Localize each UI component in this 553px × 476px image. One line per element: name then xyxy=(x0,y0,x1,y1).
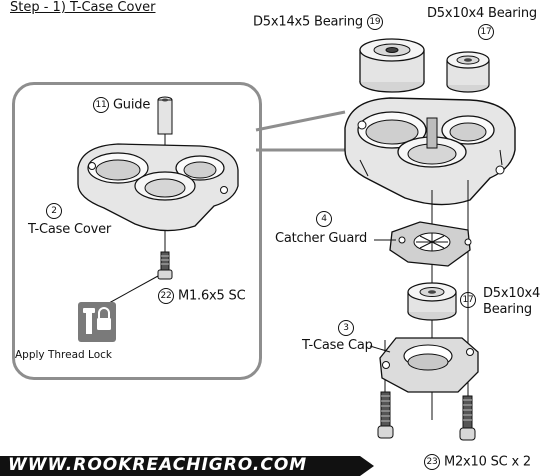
catcher-guard-number: 4 xyxy=(316,211,332,227)
catcher-guard-label: Catcher Guard xyxy=(275,231,368,246)
step-title: Step - 1) T-Case Cover xyxy=(10,0,156,15)
website-banner xyxy=(0,456,374,476)
bearing-17-mid-part xyxy=(407,282,457,321)
bearing-19-part xyxy=(359,38,425,93)
m16-screw-part xyxy=(157,236,173,280)
tcase-cover-inset-part xyxy=(77,143,239,232)
m2-screw-left-part xyxy=(377,391,394,439)
tcase-cap-number: 3 xyxy=(338,320,354,336)
bearing-17-mid-label-line1: D5x10x4 xyxy=(483,286,541,301)
tcase-cover-main-part xyxy=(344,97,516,206)
tcase-cap-label: T-Case Cap xyxy=(302,338,373,353)
bearing-19-label: D5x14x5 Bearing 19 xyxy=(253,14,383,30)
guide-label: 11 Guide xyxy=(93,97,150,113)
tcase-cap-part xyxy=(379,337,479,393)
bearing-17-top-part xyxy=(446,51,490,93)
catcher-guard-part xyxy=(389,221,472,267)
part-number-19-badge: 19 xyxy=(366,14,383,30)
bearing-17-top-label: D5x10x4 Bearing xyxy=(427,6,537,21)
thread-lock-caption: Apply Thread Lock xyxy=(15,349,112,361)
m2-screw-right-part xyxy=(459,395,476,441)
detail-inset-panel xyxy=(12,82,262,380)
thread-lock-icon xyxy=(78,302,116,342)
bearing-17-mid-number: 17 xyxy=(460,292,476,308)
m16-screw-label: 22 M1.6x5 SC xyxy=(158,288,246,304)
m2-screw-label: 23 M2x10 SC x 2 xyxy=(424,454,531,470)
inset-connector xyxy=(255,110,346,152)
tcase-cover-label: T-Case Cover xyxy=(28,222,112,237)
tcase-cap-leader xyxy=(369,345,391,353)
website-banner-text: WWW.ROOKREACHIGRO.COM xyxy=(8,455,308,475)
bearing-17-mid-label-line2: Bearing xyxy=(483,302,532,317)
tcase-cover-number: 2 xyxy=(46,203,62,219)
bearing-17-top-number: 17 xyxy=(478,24,494,40)
